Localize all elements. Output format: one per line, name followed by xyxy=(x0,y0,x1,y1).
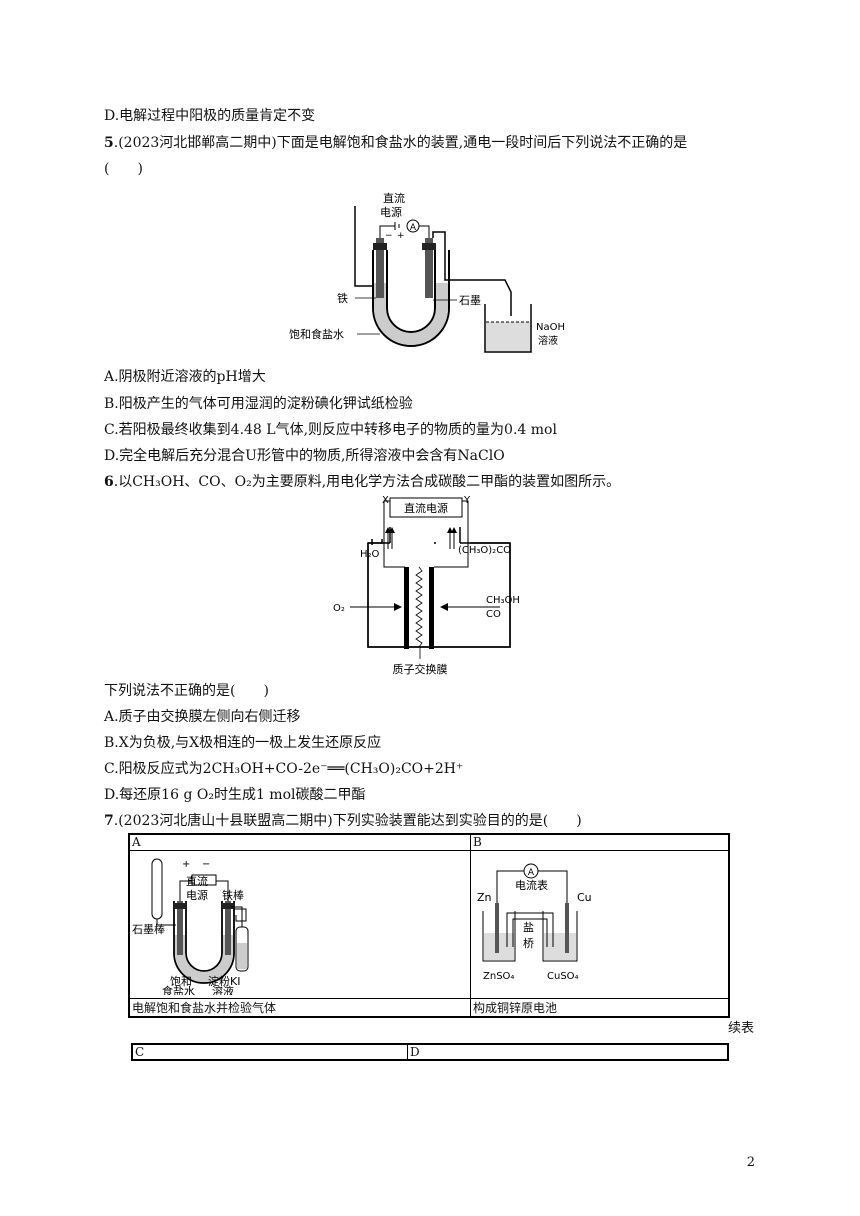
q6-o2-label: O₂ xyxy=(333,603,345,614)
q7b-znso4-label: ZnSO₄ xyxy=(483,971,514,982)
q5-power-label-1: 直流 xyxy=(383,191,405,205)
q7-figure-a: + − 直流 电源 铁棒 石墨棒 饱和 食盐水 淀粉KI 溶液 xyxy=(132,858,249,998)
q6-stem: 6.以CH₃OH、CO、O₂为主要原料,用电化学方法合成碳酸二甲酯的装置如图所示… xyxy=(104,473,620,491)
q5-option-b: B.阳极产生的气体可用湿润的淀粉碘化钾试纸检验 xyxy=(104,396,413,412)
q6-ch3oh-label: CH₃OH xyxy=(486,595,520,606)
q5-option-a: A.阴极附近溶液的pH增大 xyxy=(104,369,266,385)
page-number: 2 xyxy=(746,1155,755,1170)
q6-option-c: C.阳极反应式为2CH₃OH+CO-2e⁻══(CH₃O)₂CO+2H⁺ xyxy=(104,761,464,777)
q6-product-label: (CH₃O)₂CO xyxy=(458,545,511,556)
q7-stem: 7.(2023河北唐山十县联盟高二期中)下列实验装置能达到实验目的的是( ) xyxy=(104,812,582,830)
q7b-bridge-label-2: 桥 xyxy=(523,937,534,950)
q5-graphite-label: 石墨 xyxy=(459,294,481,307)
q5-option-c: C.若阳极最终收集到4.48 L气体,则反应中转移电子的物质的量为0.4 mol xyxy=(104,422,557,438)
q5-option-d: D.完全电解后充分混合U形管中的物质,所得溶液中会含有NaClO xyxy=(104,448,505,464)
q5-electrolysis-figure: A 直流 电源 − + 铁 石墨 饱和食盐水 NaOH 溶液 xyxy=(289,191,565,353)
q7-options-table: A B + − 直流 电源 铁棒 石墨棒 xyxy=(128,833,730,1018)
q7-head-a: A xyxy=(128,833,471,851)
q5-power-label-2: 电源 xyxy=(380,205,402,219)
q7a-power-label-2: 电源 xyxy=(186,888,208,902)
q7-options-table-continued: C D xyxy=(131,1043,729,1061)
q5-ammeter-label: A xyxy=(410,223,417,233)
q7b-ammeter-label: A xyxy=(528,868,535,878)
q7a-brine-label-1: 饱和 xyxy=(170,974,192,988)
q6-membrane-label: 质子交换膜 xyxy=(393,662,448,676)
q7a-plus-sign: + xyxy=(182,859,190,870)
q7-head-b: B xyxy=(470,833,730,851)
q7-caption-b: 构成铜锌原电池 xyxy=(470,997,730,1017)
q6-co-label: CO xyxy=(486,609,501,620)
q7-number: 7 xyxy=(104,813,114,829)
q7-caption-a: 电解饱和食盐水并检验气体 xyxy=(128,997,471,1017)
q7b-bridge-label-1: 盐 xyxy=(523,921,534,934)
q7b-cu-label: Cu xyxy=(577,891,592,904)
q7a-brine-label-2: 食盐水 xyxy=(162,984,195,995)
q7-figure-b-cell: A 电流表 Zn Cu 盐 桥 ZnSO₄ CuSO₄ xyxy=(470,849,730,999)
q5-plus-sign: + xyxy=(397,231,405,241)
q5-number: 5 xyxy=(104,135,114,151)
q4-option-d: D.电解过程中阳极的质量肯定不变 xyxy=(104,108,316,124)
q5-naoh-label-1: NaOH xyxy=(536,322,565,333)
q7-head-c: C xyxy=(131,1043,408,1061)
q7b-meter-label: 电流表 xyxy=(515,878,548,892)
q6-cell-figure: 直流电源 X Y H₂O (CH₃O)₂CO O₂ CH₃OH CO 质子交换膜 xyxy=(333,495,520,676)
q5-answer-paren: ( ) xyxy=(104,161,143,177)
q7-figure-a-cell: + − 直流 电源 铁棒 石墨棒 饱和 食盐水 淀粉KI 溶液 xyxy=(128,849,471,999)
q5-stem: 5.(2023河北邯郸高二期中)下面是电解饱和食盐水的装置,通电一段时间后下列说… xyxy=(104,134,687,152)
q5-iron-label: 铁 xyxy=(337,292,348,305)
q7a-ki-label-1: 淀粉KI xyxy=(208,974,240,988)
q7b-cuso4-label: CuSO₄ xyxy=(547,971,579,982)
q5-brine-label: 饱和食盐水 xyxy=(289,327,344,341)
q7-continued-label: 续表 xyxy=(728,1021,755,1036)
q7-stem-text: .(2023河北唐山十县联盟高二期中)下列实验装置能达到实验目的的是( ) xyxy=(113,813,582,829)
q6-option-b: B.X为负极,与X极相连的一极上发生还原反应 xyxy=(104,735,382,751)
q6-option-d: D.每还原16 g O₂时生成1 mol碳酸二甲酯 xyxy=(104,787,366,803)
q7-figure-b: A 电流表 Zn Cu 盐 桥 ZnSO₄ CuSO₄ xyxy=(477,863,592,982)
q5-stem-text: .(2023河北邯郸高二期中)下面是电解饱和食盐水的装置,通电一段时间后下列说法… xyxy=(113,135,688,151)
q5-minus-sign: − xyxy=(385,231,393,241)
q6-question: 下列说法不正确的是( ) xyxy=(104,683,269,699)
q7-head-d: D xyxy=(407,1043,729,1061)
q6-stem-text: .以CH₃OH、CO、O₂为主要原料,用电化学方法合成碳酸二甲酯的装置如图所示。 xyxy=(113,474,621,490)
q7a-power-label-1: 直流 xyxy=(186,874,208,888)
q6-option-a: A.质子由交换膜左侧向右侧迁移 xyxy=(104,709,301,725)
q7a-ki-label-2: 溶液 xyxy=(212,984,234,995)
q6-number: 6 xyxy=(104,474,114,490)
q6-h2o-label: H₂O xyxy=(360,549,380,560)
q7a-minus-sign: − xyxy=(202,859,210,870)
q6-power-label: 直流电源 xyxy=(404,501,448,515)
q7a-iron-label: 铁棒 xyxy=(222,888,244,902)
q5-naoh-label-2: 溶液 xyxy=(538,334,558,347)
q7a-graphite-label: 石墨棒 xyxy=(132,922,165,936)
q7b-zn-label: Zn xyxy=(477,891,492,904)
